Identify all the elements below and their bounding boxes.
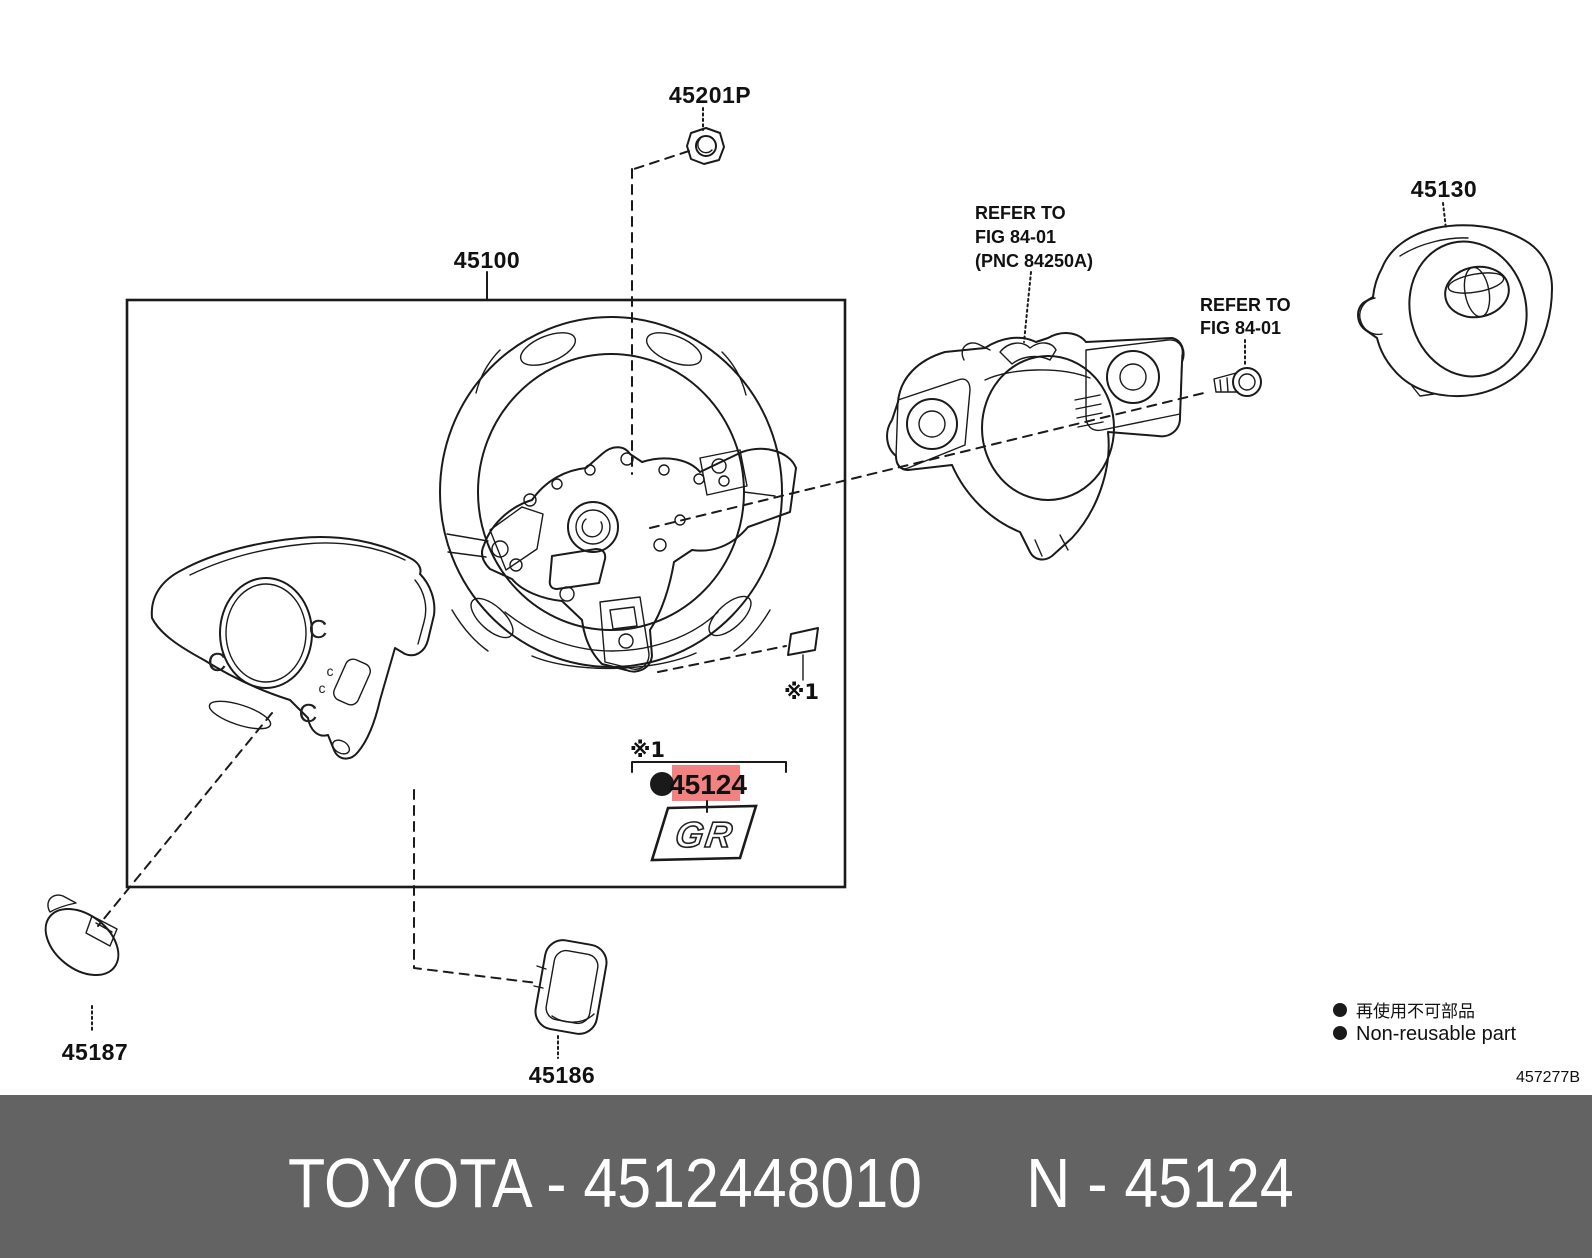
part-label-45100[interactable]: 45100: [454, 247, 520, 273]
cover-mark-c5: c: [319, 680, 326, 696]
banner-part-number: TOYOTA - 4512448010: [288, 1144, 922, 1222]
cap-drawing: 45187: [44, 894, 128, 1065]
legend-bullet-jp: [1333, 1003, 1347, 1017]
toyota-logo-icon: [1444, 265, 1510, 319]
bezel-drawing: 45186: [529, 939, 608, 1088]
ref2-line1: REFER TO: [1200, 295, 1291, 315]
part-label-45201P[interactable]: 45201P: [669, 82, 751, 108]
ref1-line3: (PNC 84250A): [975, 251, 1093, 271]
part-label-45130[interactable]: 45130: [1411, 176, 1477, 202]
diagram-code: 457277B: [1516, 1069, 1580, 1086]
banner-pnc: N - 45124: [1026, 1144, 1293, 1222]
emblem-group: ※1 45124 GR: [630, 738, 787, 862]
ref1-line1: REFER TO: [975, 203, 1066, 223]
part-label-45124[interactable]: 45124: [669, 769, 747, 800]
note1-marker-2: ※1: [630, 738, 665, 762]
airbag-drawing: 45130: [1357, 176, 1553, 398]
ref2-line2: FIG 84-01: [1200, 318, 1281, 338]
cover-mark-c3: C: [299, 698, 318, 728]
cover-mark-c1: C: [208, 647, 227, 677]
non-reusable-dot: [650, 772, 674, 796]
part-label-45186[interactable]: 45186: [529, 1062, 595, 1088]
note1-marker: ※1: [784, 680, 819, 704]
nut-drawing: 45201P: [669, 82, 751, 165]
legend: 再使用不可部品 Non-reusable part 457277B: [1333, 1001, 1580, 1086]
column-cover-drawing: REFER TO FIG 84-01 (PNC 84250A): [886, 203, 1185, 561]
banner-background: [0, 1095, 1592, 1258]
legend-text-jp: 再使用不可部品: [1356, 1001, 1475, 1022]
ref1-line2: FIG 84-01: [975, 227, 1056, 247]
gr-badge-text: GR: [673, 814, 737, 855]
cover-mark-c4: c: [327, 663, 334, 679]
steering-wheel-drawing: [439, 316, 797, 673]
wheel-assy-box: 45100: [125, 247, 847, 889]
legend-bullet-en: [1333, 1026, 1347, 1040]
cover-mark-c2: C: [309, 614, 328, 644]
screw-drawing: REFER TO FIG 84-01: [1200, 295, 1291, 397]
legend-text-en: Non-reusable part: [1356, 1023, 1517, 1045]
part-label-45187[interactable]: 45187: [62, 1039, 128, 1065]
footer-banner: TOYOTA - 4512448010 N - 45124: [0, 1095, 1592, 1258]
lower-cover-drawing: C C C c c: [150, 535, 436, 760]
note-plate: ※1: [784, 627, 819, 704]
selected-part-highlight: [672, 765, 740, 801]
